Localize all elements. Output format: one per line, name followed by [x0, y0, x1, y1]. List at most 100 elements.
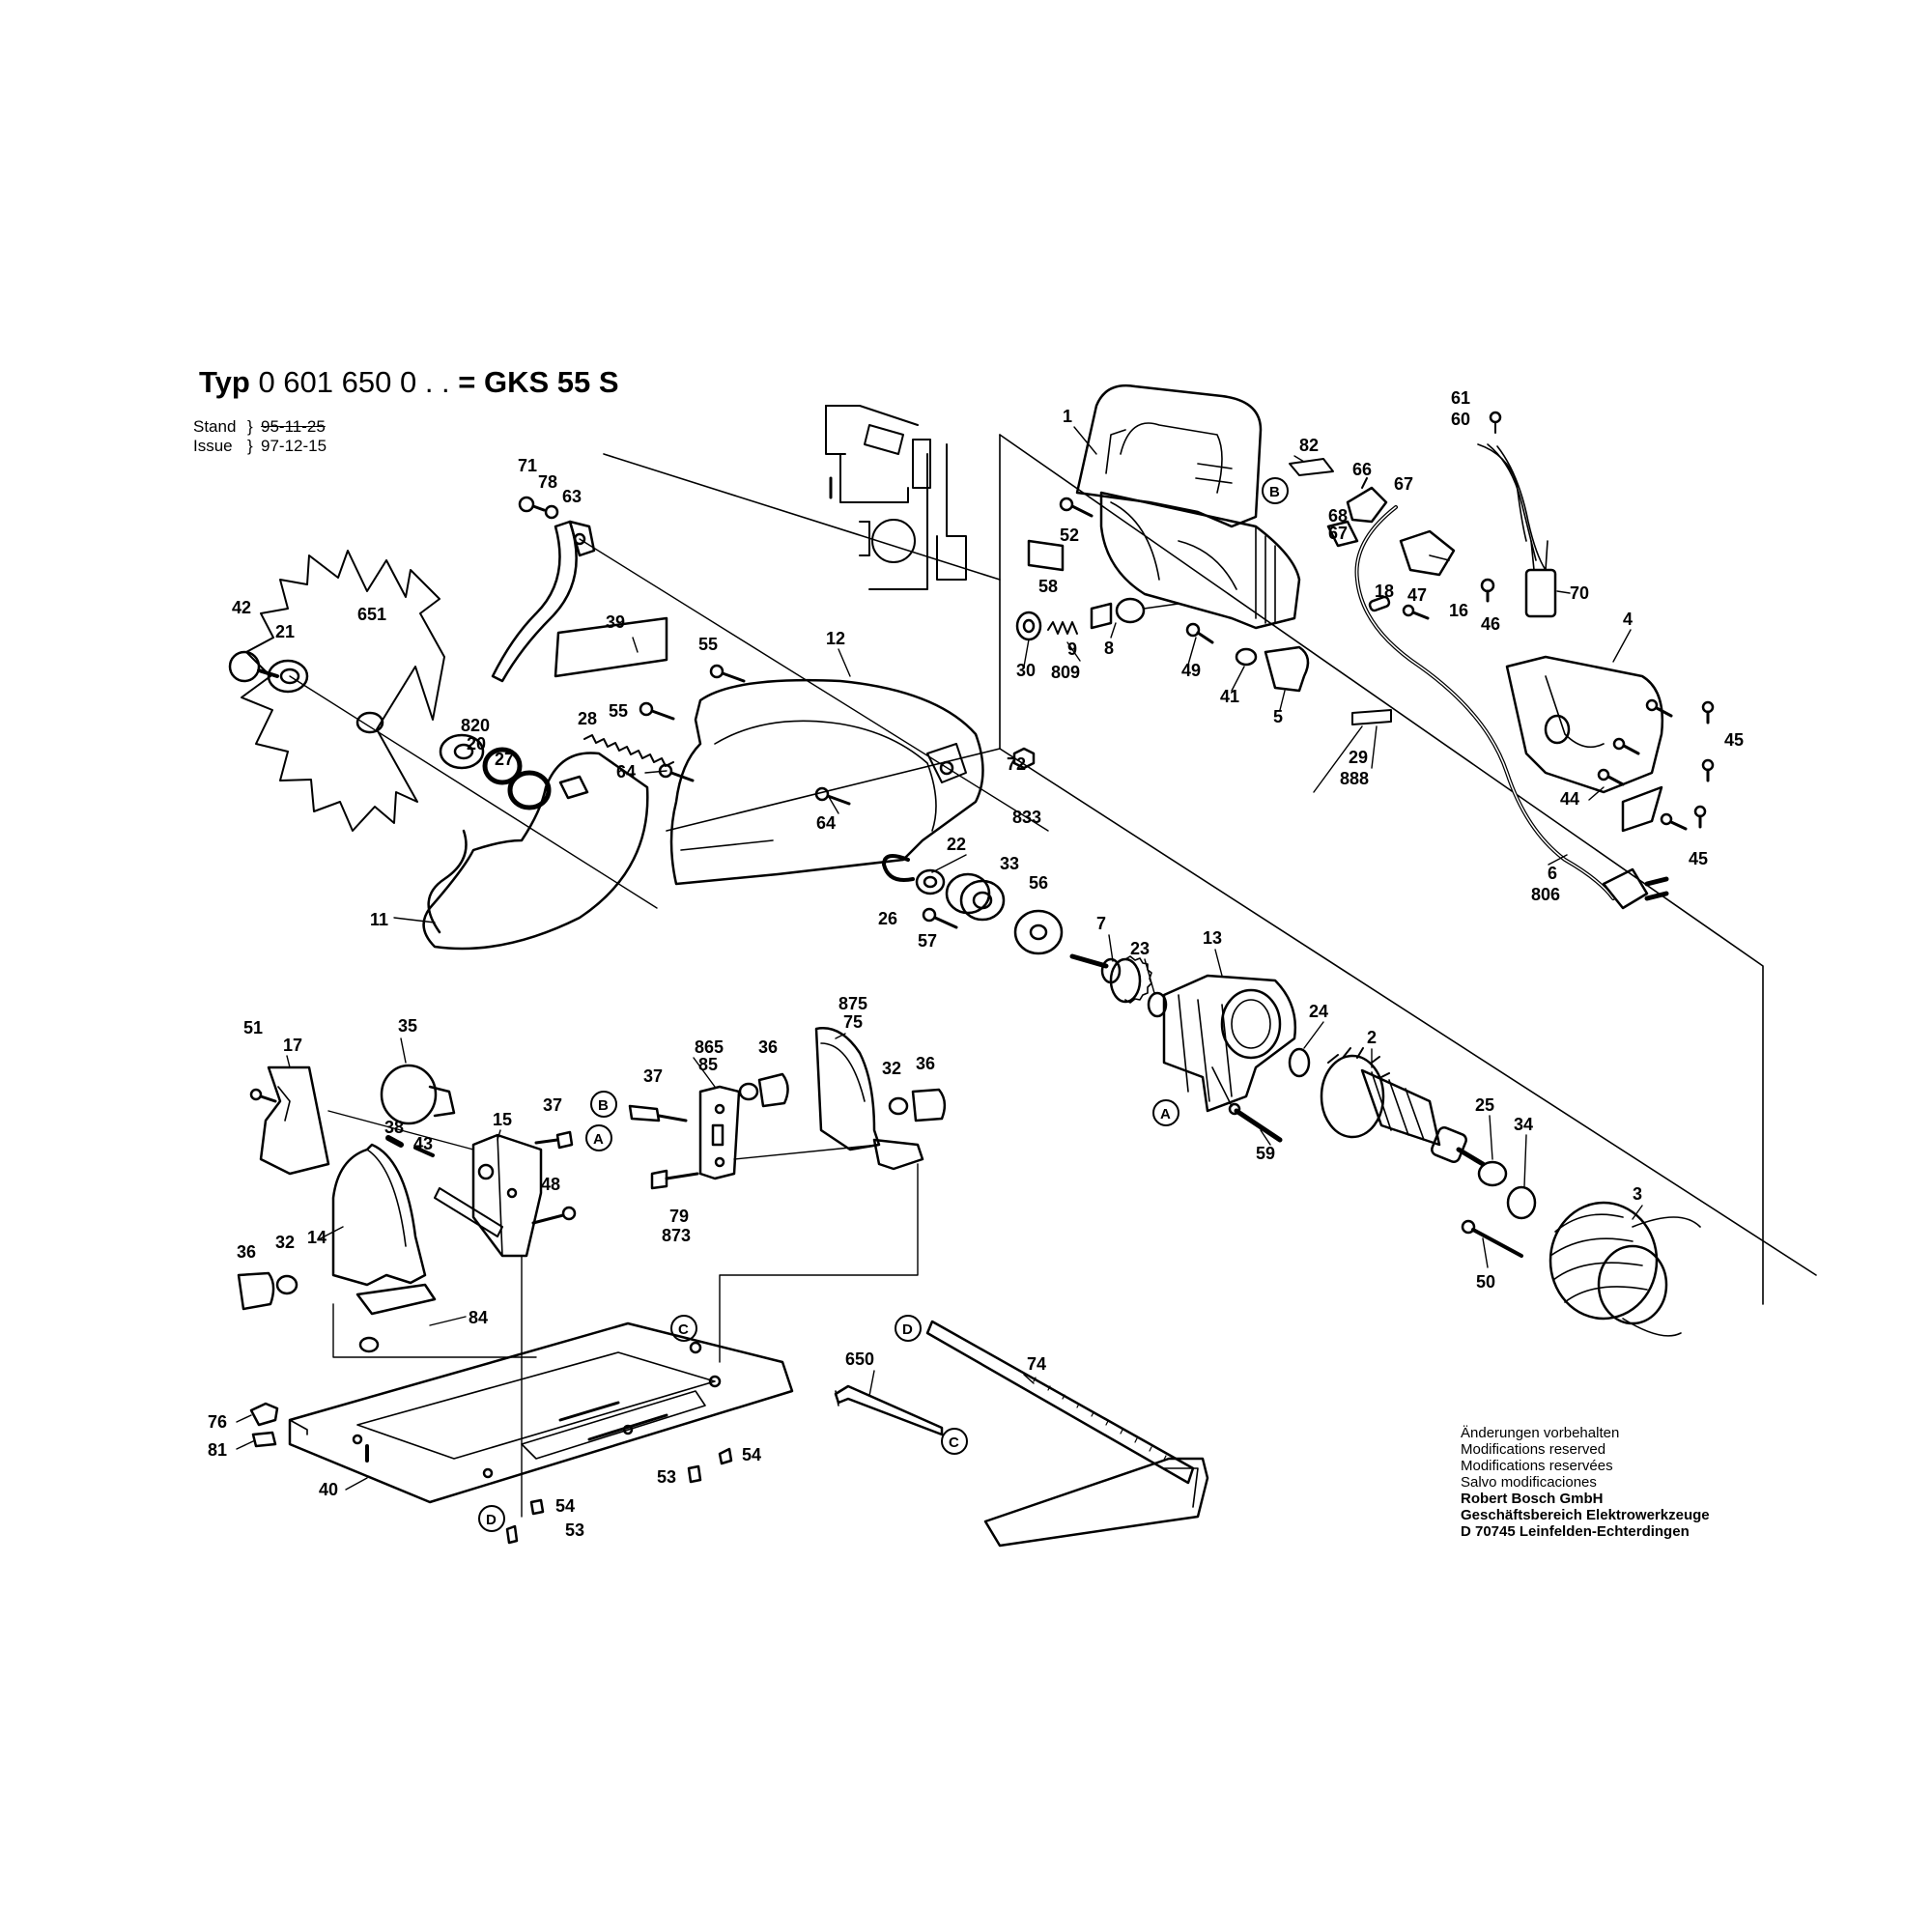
damper-34: [1506, 1185, 1537, 1220]
depth-plate-17: [259, 1065, 330, 1176]
knob-35: [380, 1064, 456, 1125]
svg-text:C: C: [949, 1435, 959, 1451]
part-label: 888: [1340, 769, 1369, 788]
part-label: 51: [243, 1018, 263, 1037]
screw-44: [1612, 737, 1640, 755]
stand-label: Stand: [193, 417, 237, 436]
clamp-81: [251, 1431, 277, 1448]
part-label: 55: [698, 635, 718, 654]
part-label: 32: [275, 1233, 295, 1252]
part-label: 13: [1203, 928, 1222, 948]
part-label: 48: [541, 1175, 560, 1194]
part-label: 8: [1104, 639, 1114, 658]
brace-icon: }: [247, 437, 253, 455]
part-label: 67: [1328, 524, 1348, 543]
cable-clip-60: [1477, 443, 1547, 571]
part-label: 28: [578, 709, 597, 728]
adjustment-assembly: [237, 1027, 947, 1518]
part-label: 12: [826, 629, 845, 648]
ref-b-marker: B: [590, 1091, 617, 1118]
part-label: 650: [845, 1350, 874, 1369]
screw-37: [534, 1130, 574, 1150]
spindle-gear-7: [1069, 953, 1152, 1004]
brush-cap-30: [1015, 611, 1042, 641]
ref-a-marker: A: [585, 1124, 612, 1151]
part-label: 40: [319, 1480, 338, 1499]
part-label: 875: [838, 994, 867, 1013]
screw-47: [1402, 604, 1430, 620]
blade-guard-12: [669, 678, 984, 886]
screw-37: [628, 1104, 688, 1122]
screw-45: [1645, 698, 1673, 718]
blade-assembly: [228, 496, 1049, 951]
svg-text:B: B: [1269, 484, 1280, 500]
screw-45: [1701, 700, 1715, 724]
power-cord-inner: [1355, 506, 1614, 899]
screw-59: [1228, 1102, 1283, 1143]
label-leaders: [236, 426, 1643, 1491]
screw-61: [1489, 411, 1502, 434]
part-label: 81: [208, 1440, 227, 1460]
part-label: 61: [1451, 388, 1470, 408]
armature-2: [1320, 1047, 1486, 1167]
slide-865: [698, 1085, 741, 1180]
screw-55: [709, 664, 746, 683]
riving-knife-63: [491, 520, 596, 683]
part-label: 64: [616, 762, 636, 781]
part-label: 79: [669, 1207, 689, 1226]
svg-text:D: D: [486, 1512, 497, 1528]
hex-key-650: [834, 1384, 944, 1436]
part-82: [1289, 458, 1334, 476]
knob-36: [237, 1271, 275, 1311]
handle-half-4: [1505, 655, 1663, 794]
ref-a-marker: A: [1152, 1099, 1179, 1126]
part-labels: 1 82 66 67 68 67 61 60 18 47 16 46 70 4 …: [208, 388, 1744, 1540]
part-label: 84: [469, 1308, 488, 1327]
saw-blade-651: [241, 550, 445, 832]
part-label: 34: [1514, 1115, 1533, 1134]
part-label: 37: [543, 1095, 562, 1115]
bushing-33: [945, 872, 1006, 922]
part-label: 39: [606, 612, 625, 632]
part-label: 22: [947, 835, 966, 854]
note-line: Modifications reservées: [1461, 1458, 1613, 1474]
part-label: 78: [538, 472, 557, 492]
knob-36: [888, 1088, 947, 1122]
part-label: 54: [742, 1445, 761, 1464]
screw-64: [814, 786, 851, 806]
svg-text:D: D: [902, 1321, 913, 1338]
ref-d-marker: D: [895, 1315, 922, 1342]
company-address: D 70745 Leinfelden-Echterdingen: [1461, 1523, 1690, 1540]
stand-row: Stand}95-11-25: [193, 417, 326, 437]
screw-49: [1185, 622, 1214, 644]
bearing-24: [1288, 1047, 1311, 1078]
note-line: Salvo modificaciones: [1461, 1474, 1597, 1491]
plug-806: [1602, 867, 1669, 910]
part-label: 6: [1548, 864, 1557, 883]
part-label: 70: [1570, 583, 1589, 603]
part-label: 75: [843, 1012, 863, 1032]
part-label: 54: [555, 1496, 575, 1516]
bevel-bracket-875: [814, 1027, 924, 1171]
part-label: 36: [916, 1054, 935, 1073]
part-label: 58: [1038, 577, 1058, 596]
wiring-diagram: [825, 405, 967, 590]
part-label: 11: [370, 910, 388, 929]
company-name: Robert Bosch GmbH: [1461, 1491, 1604, 1507]
washer-32: [275, 1274, 298, 1295]
ring-27: [482, 747, 523, 785]
leader-line: [289, 675, 658, 909]
needle-bearing-23: [1147, 991, 1168, 1018]
motor-housing-assembly: [1015, 384, 1715, 910]
part-label: 42: [232, 598, 251, 617]
screw-45: [1660, 812, 1688, 831]
part-label: 5: [1273, 707, 1283, 726]
lever: [434, 1187, 503, 1237]
part-label: 53: [565, 1520, 584, 1540]
diagram-title: Typ 0 601 650 0 . . = GKS 55 S: [199, 365, 619, 400]
note-line: Änderungen vorbehalten: [1461, 1425, 1620, 1441]
part-label: 4: [1623, 610, 1633, 629]
part-label: 651: [357, 605, 386, 624]
svg-text:B: B: [598, 1097, 609, 1114]
